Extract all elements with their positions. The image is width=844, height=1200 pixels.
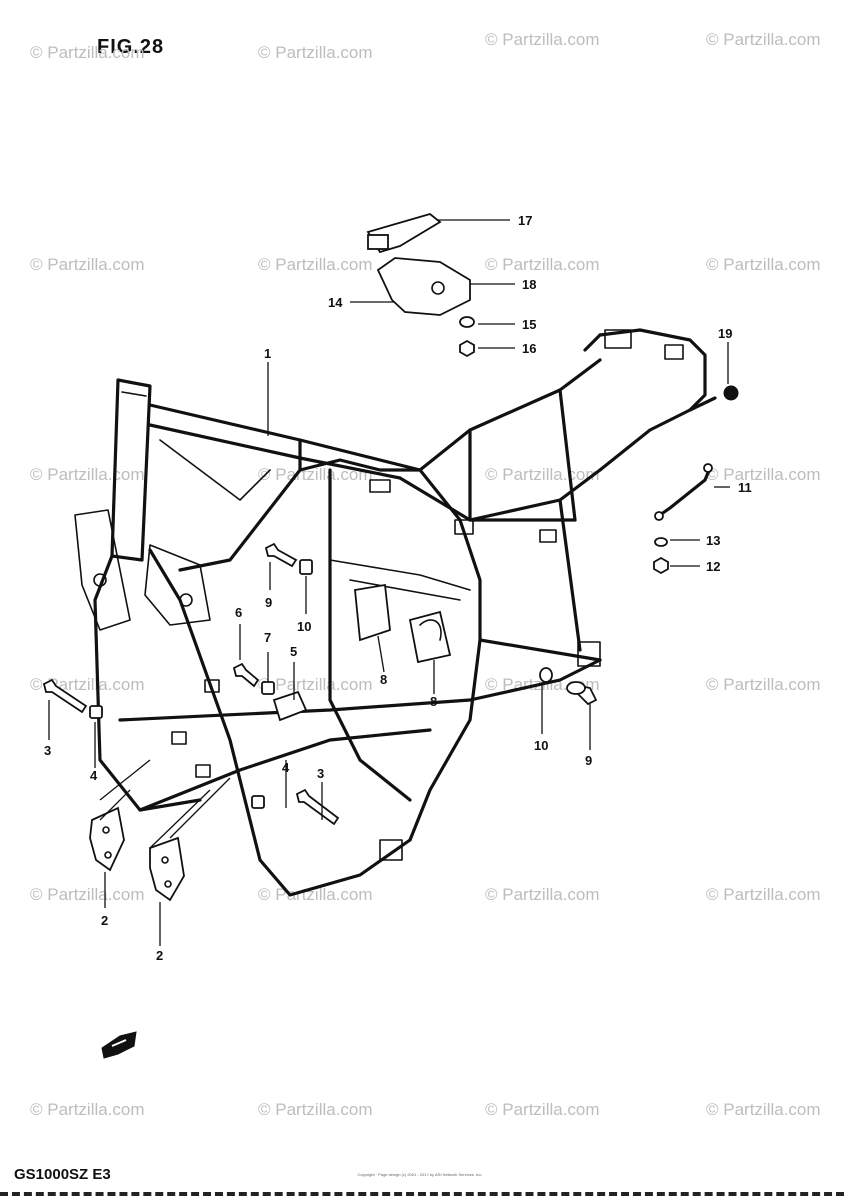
- callout-15: 15: [522, 317, 536, 332]
- watermark: © Partzilla.com: [30, 255, 145, 274]
- callout-1: 1: [264, 346, 271, 361]
- watermark: © Partzilla.com: [485, 255, 600, 274]
- watermark: © Partzilla.com: [706, 675, 821, 694]
- seat-lock-group: [366, 213, 475, 358]
- watermark: © Partzilla.com: [706, 30, 821, 49]
- callout-6: 6: [235, 605, 242, 620]
- callout-2-left: 2: [101, 913, 108, 928]
- mount-plate-2b: [149, 836, 185, 902]
- bracket-5: [272, 690, 308, 722]
- frame-assembly: [74, 328, 717, 897]
- callout-16: 16: [522, 341, 536, 356]
- callout-9-right: 9: [585, 753, 592, 768]
- callout-18: 18: [522, 277, 536, 292]
- mount-plate-2a: [89, 806, 125, 872]
- callout-17: 17: [518, 213, 532, 228]
- watermark: © Partzilla.com: [485, 30, 600, 49]
- callout-8-left: 8: [380, 672, 387, 687]
- washer-15: [459, 316, 475, 328]
- watermark: © Partzilla.com: [258, 1100, 373, 1119]
- seat-lock-bracket-18: [376, 257, 471, 316]
- top-tube: [148, 358, 602, 472]
- watermark: © Partzilla.com: [258, 675, 373, 694]
- rear-subframe: [598, 328, 707, 472]
- callout-4-left: 4: [90, 768, 98, 783]
- watermark: © Partzilla.com: [258, 465, 373, 484]
- nut-4-center: [251, 795, 265, 809]
- front-arrow-icon: [101, 1031, 137, 1059]
- watermark: © Partzilla.com: [258, 43, 373, 62]
- callout-3-left: 3: [44, 743, 51, 758]
- bolt-9-left: [264, 542, 298, 568]
- lower-rail: [118, 658, 602, 722]
- steering-head: [110, 378, 152, 562]
- model-code: GS1000SZ E3: [14, 1166, 111, 1183]
- fasteners-group: [42, 542, 598, 902]
- cradle-loop: [178, 458, 482, 842]
- leader-lines: [48, 219, 730, 946]
- callout-13: 13: [706, 533, 720, 548]
- watermark-layer: © Partzilla.com © Partzilla.com © Partzi…: [30, 30, 821, 1119]
- bolt-6: [232, 662, 260, 688]
- callout-4-center: 4: [282, 760, 290, 775]
- callout-11: 11: [738, 480, 752, 495]
- bottom-rule: [0, 1192, 844, 1196]
- nut-4-left: [89, 705, 103, 719]
- callout-12: 12: [706, 559, 720, 574]
- watermark: © Partzilla.com: [258, 255, 373, 274]
- cap-19: [723, 385, 739, 401]
- callout-7: 7: [264, 630, 271, 645]
- callout-19: 19: [718, 326, 732, 341]
- watermark: © Partzilla.com: [30, 1100, 145, 1119]
- washer-13: [654, 537, 668, 547]
- bolt-3-left: [42, 678, 88, 714]
- watermark: © Partzilla.com: [706, 1100, 821, 1119]
- rear-parts-group: [653, 385, 739, 575]
- callout-14: 14: [328, 295, 343, 310]
- watermark: © Partzilla.com: [30, 885, 145, 904]
- watermark: © Partzilla.com: [706, 255, 821, 274]
- callout-3-center: 3: [317, 766, 324, 781]
- callout-10-right: 10: [534, 738, 548, 753]
- callout-8-right: 8: [430, 694, 437, 709]
- engine-mount-plate-8a: [354, 583, 391, 642]
- nut-16: [459, 339, 475, 358]
- watermark: © Partzilla.com: [706, 885, 821, 904]
- watermark: © Partzilla.com: [485, 885, 600, 904]
- watermark: © Partzilla.com: [485, 1100, 600, 1119]
- callout-9-left: 9: [265, 595, 272, 610]
- watermark: © Partzilla.com: [30, 43, 145, 62]
- callout-10-left: 10: [297, 619, 311, 634]
- watermark: © Partzilla.com: [485, 465, 600, 484]
- nut-7: [261, 681, 275, 695]
- figure-title: FIG.28: [97, 36, 165, 58]
- watermark: © Partzilla.com: [30, 465, 145, 484]
- bolt-3-center: [295, 788, 340, 826]
- callout-numbers: 1 17 18 14 15 16 19 11 13 12 9 10 6 7 5 …: [44, 213, 752, 963]
- nut-12: [653, 556, 669, 575]
- helmet-hook-11: [658, 466, 712, 517]
- callout-2-center: 2: [156, 948, 163, 963]
- copyright-fine-print: Copyright · Page design (c) 2001 - 2017 …: [357, 1172, 483, 1177]
- nut-10-left: [299, 559, 313, 575]
- nut-10-right: [539, 667, 553, 683]
- cross-member: [298, 438, 577, 522]
- watermark: © Partzilla.com: [706, 465, 821, 484]
- callout-5: 5: [290, 644, 297, 659]
- gusset-plate: [74, 509, 131, 631]
